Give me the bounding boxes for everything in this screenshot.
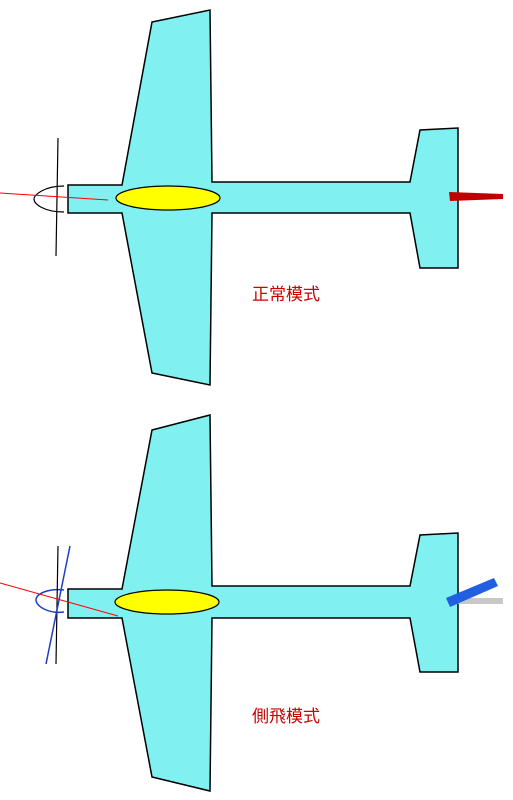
tail-propeller-side xyxy=(446,578,498,607)
thrust-line-side xyxy=(0,582,119,617)
airframe-side xyxy=(67,414,459,792)
cockpit-side xyxy=(114,589,220,615)
airframe-normal xyxy=(67,9,459,386)
spinner-normal xyxy=(33,185,65,213)
cockpit-normal xyxy=(115,185,221,211)
normal-mode-diagram: 正常模式 xyxy=(0,9,503,386)
mode-label-side: 側飛模式 xyxy=(252,707,320,727)
thrust-line-normal xyxy=(0,192,109,201)
propeller-side-original xyxy=(55,545,59,665)
mode-label-normal: 正常模式 xyxy=(252,285,320,305)
tail-propeller-normal xyxy=(449,192,503,201)
propeller-side-tilted xyxy=(45,545,71,665)
tail-propeller-shadow xyxy=(458,598,503,604)
side-flight-mode-diagram: 側飛模式 xyxy=(0,414,503,792)
